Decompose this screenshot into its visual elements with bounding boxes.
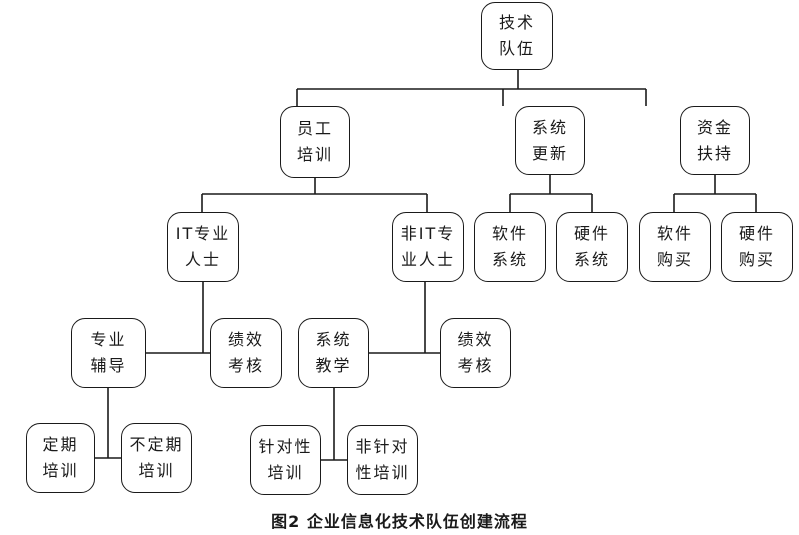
node-label: 专业 辅导 — [90, 330, 127, 375]
node-non-it-professionals: 非IT专 业人士 — [392, 212, 464, 282]
node-label: 软件 购买 — [656, 224, 693, 269]
node-fund-support: 资金 扶持 — [680, 106, 750, 175]
node-hardware-purchase: 硬件 购买 — [721, 212, 793, 282]
node-it-professionals: IT专业 人士 — [167, 212, 239, 282]
node-system-update: 系统 更新 — [515, 106, 585, 175]
node-label: 非IT专 业人士 — [400, 224, 456, 269]
node-irregular-training: 不定期 培训 — [121, 423, 192, 493]
node-targeted-training: 针对性 培训 — [250, 425, 321, 495]
node-label: 资金 扶持 — [696, 117, 733, 163]
node-label: 针对性 培训 — [258, 437, 313, 482]
node-performance-evaluation-1: 绩效 考核 — [210, 318, 282, 388]
node-staff-training: 员工 培训 — [280, 106, 350, 178]
node-professional-guidance: 专业 辅导 — [71, 318, 146, 388]
node-system-teaching: 系统 教学 — [298, 318, 369, 388]
node-label: 绩效 考核 — [457, 330, 494, 375]
node-label: 系统 更新 — [531, 117, 568, 163]
node-label: 不定期 培训 — [129, 435, 184, 480]
node-non-targeted-training: 非针对 性培训 — [347, 425, 418, 495]
node-hardware-system: 硬件 系统 — [556, 212, 628, 282]
node-label: IT专业 人士 — [175, 224, 231, 269]
node-label: 硬件 购买 — [738, 224, 775, 269]
node-label: 非针对 性培训 — [355, 437, 410, 482]
node-label: 硬件 系统 — [573, 224, 610, 269]
node-label: 员工 培训 — [296, 119, 333, 164]
node-software-purchase: 软件 购买 — [639, 212, 711, 282]
node-label: 软件 系统 — [491, 224, 528, 269]
node-label: 绩效 考核 — [227, 330, 264, 375]
node-label: 技术 队伍 — [498, 13, 535, 58]
node-performance-evaluation-2: 绩效 考核 — [440, 318, 511, 388]
figure-caption: 图2 企业信息化技术队伍创建流程 — [271, 512, 528, 531]
node-software-system: 软件 系统 — [474, 212, 546, 282]
node-technical-team: 技术 队伍 — [481, 2, 553, 70]
node-label: 定期 培训 — [42, 435, 79, 480]
node-label: 系统 教学 — [315, 330, 352, 375]
node-regular-training: 定期 培训 — [26, 423, 95, 493]
